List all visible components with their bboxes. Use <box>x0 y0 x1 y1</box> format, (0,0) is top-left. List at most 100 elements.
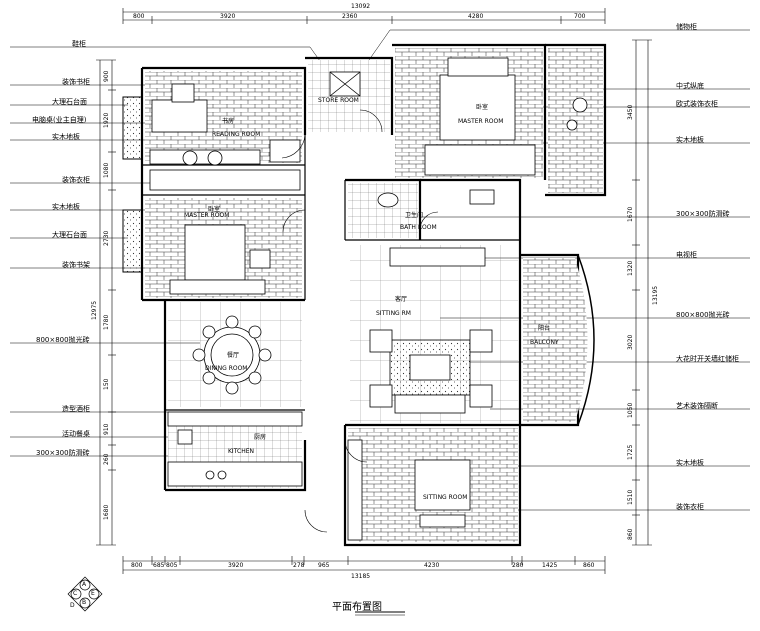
right-dim-3: 1320 <box>627 260 634 276</box>
right-dim-2: 1670 <box>627 206 634 222</box>
label-polished-tile-left: 800×800抛光砖 <box>36 336 90 344</box>
bottom-dim-2: 685 <box>153 562 165 569</box>
label-movable-table: 活动餐桌 <box>62 430 90 438</box>
label-wood-floor-2: 实木地板 <box>52 203 80 211</box>
dining-room-cn: 餐厅 <box>227 352 240 359</box>
label-polished-tile-right: 800×800抛光砖 <box>676 311 730 319</box>
compass-b: B <box>82 599 87 606</box>
right-dim-1: 3450 <box>627 104 634 120</box>
right-dim-8: 860 <box>627 528 634 540</box>
bay-window-bottom <box>122 209 143 273</box>
bottom-total-dim: 13185 <box>351 573 371 580</box>
compass-c: C <box>73 590 78 597</box>
left-dimension-lines <box>96 59 116 546</box>
bath-room-en: BATH ROOM <box>400 224 437 231</box>
left-dim-8: 260 <box>103 453 110 465</box>
interior-walls <box>142 135 520 411</box>
label-marble-top-2: 大理石台面 <box>52 231 87 239</box>
master-room-top-en: MASTER ROOM <box>458 118 504 125</box>
top-dim-1: 800 <box>133 13 145 20</box>
top-dimension-lines <box>122 8 606 24</box>
label-cabinet-switch: 大花时开关墙红储柜 <box>676 355 739 363</box>
wardrobe-left <box>169 279 266 295</box>
right-dim-6: 1725 <box>627 444 634 460</box>
bottom-dim-4: 3920 <box>228 562 244 569</box>
left-dim-1: 900 <box>103 70 110 82</box>
kitchen-counter-bottom <box>167 461 303 487</box>
left-dim-9: 1680 <box>103 504 110 520</box>
kitchen-cn: 厨房 <box>254 434 267 441</box>
label-wood-floor-r1: 实木地板 <box>676 136 704 144</box>
washbasin <box>377 192 399 208</box>
master-room-top-cn: 卧室 <box>476 104 489 111</box>
label-decor-bookcase: 装饰书柜 <box>62 78 90 86</box>
label-wood-floor-r2: 实木地板 <box>676 459 704 467</box>
label-decor-shelf: 装饰书架 <box>62 261 90 269</box>
reading-room-en: READING ROOM <box>212 131 261 138</box>
coffee-table <box>409 354 451 381</box>
master-bed-top <box>439 74 516 141</box>
dining-room-en: DINING ROOM <box>205 365 248 372</box>
right-top-balcony-floor <box>548 48 603 193</box>
armchair-4 <box>469 384 493 408</box>
left-total-dim: 12975 <box>91 300 98 320</box>
balcony-en: BALCONY <box>530 339 559 346</box>
top-total-dim: 13092 <box>351 3 371 10</box>
label-marble-top: 大理石台面 <box>52 98 87 106</box>
compass-a: A <box>82 581 87 588</box>
sitting-rm-cn: 客厅 <box>395 296 408 303</box>
chair <box>171 83 195 103</box>
left-dim-2: 1920 <box>103 112 110 128</box>
master-room-left-cn: 卧室 <box>208 206 221 213</box>
bottom-dim-6: 965 <box>318 562 330 569</box>
bath-floor <box>348 183 418 238</box>
label-tv-cabinet: 电视柜 <box>676 251 697 259</box>
bottom-dim-1: 800 <box>131 562 143 569</box>
label-storage: 储物柜 <box>676 23 697 31</box>
label-euro-wardrobe: 欧式装饰衣柜 <box>676 100 718 108</box>
armchair-3 <box>369 384 393 408</box>
sitting-rm-en: SITTING RM <box>376 310 411 317</box>
bottom-dim-7: 4230 <box>424 562 440 569</box>
stool-2 <box>207 150 223 166</box>
wardrobe-top <box>424 144 536 176</box>
nightstand <box>249 249 271 269</box>
right-total-dim: 13195 <box>652 285 659 305</box>
round-table <box>572 97 588 113</box>
right-dim-4: 3020 <box>627 334 634 350</box>
store-room-en: STORE ROOM <box>318 97 359 104</box>
label-art-partition: 艺术装饰隔断 <box>676 402 718 410</box>
left-dim-5: 1780 <box>103 314 110 330</box>
master-bed-left <box>184 224 246 281</box>
bottom-dim-3: 805 <box>166 562 178 569</box>
right-dim-5: 1050 <box>627 402 634 418</box>
label-chinese-base: 中式纵底 <box>676 82 704 90</box>
bottom-dim-8: 280 <box>512 562 524 569</box>
label-wood-floor-1: 实木地板 <box>52 133 80 141</box>
sitting-room-bed <box>414 459 471 511</box>
bottom-dimension-lines <box>122 556 606 574</box>
sofa <box>394 394 466 414</box>
label-antislip-tile-right: 300×300防滑砖 <box>676 210 730 218</box>
toilet <box>469 189 495 205</box>
bay-window-top <box>122 96 143 160</box>
right-dimension-lines <box>632 39 652 546</box>
balcony-cn: 阳台 <box>538 325 551 332</box>
door-swings <box>281 109 439 533</box>
label-decor-wardrobe-r: 装饰衣柜 <box>676 503 704 511</box>
master-room-left-en: MASTER ROOM <box>184 212 230 219</box>
top-dim-2: 3920 <box>220 13 236 20</box>
top-dim-5: 700 <box>574 13 586 20</box>
compass-symbol <box>67 576 103 612</box>
wardrobe-mid <box>149 169 301 191</box>
sitting-room-en: SITTING ROOM <box>423 494 468 501</box>
left-dim-7: 910 <box>103 423 110 435</box>
reading-room-cn: 书房 <box>222 118 235 125</box>
bottom-dim-10: 860 <box>583 562 595 569</box>
top-dim-3: 2360 <box>342 13 358 20</box>
tv-cabinet <box>389 247 486 267</box>
armchair-2 <box>469 329 493 353</box>
top-dim-4: 4280 <box>468 13 484 20</box>
bookshelf <box>149 149 261 165</box>
